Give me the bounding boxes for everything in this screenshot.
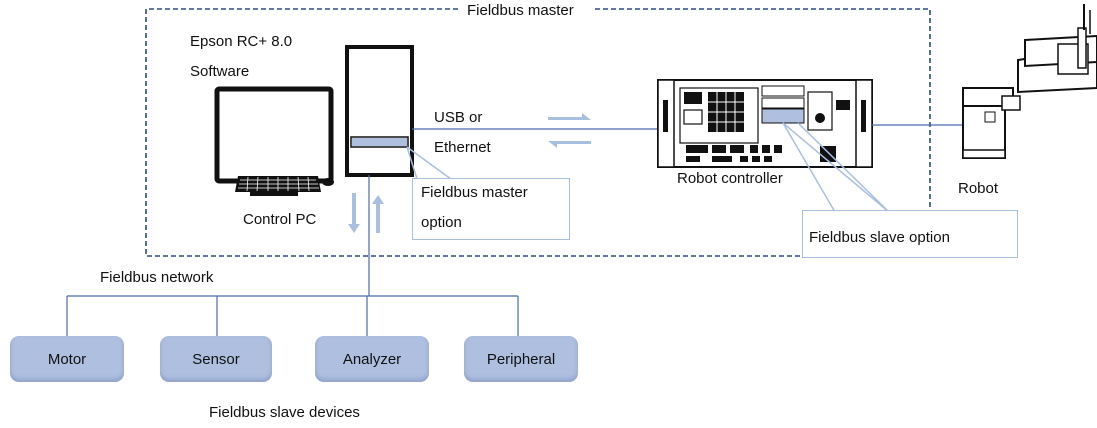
device-peripheral: Peripheral xyxy=(464,336,578,382)
device-label: Analyzer xyxy=(342,350,402,368)
device-label: Sensor xyxy=(192,350,240,368)
master-option-callout: Fieldbus master option xyxy=(412,178,570,240)
pc-tower-icon xyxy=(345,45,414,177)
device-label: Peripheral xyxy=(486,350,556,368)
device-sensor: Sensor xyxy=(160,336,272,382)
master-option-pointer xyxy=(406,146,456,183)
master-option-line1: Fieldbus master xyxy=(421,184,528,201)
robot-icon xyxy=(962,4,1097,159)
slave-option-callout: Fieldbus slave option xyxy=(802,210,1018,258)
link-label-line2: Ethernet xyxy=(434,139,491,156)
slave-option-text: Fieldbus slave option xyxy=(809,229,950,246)
fieldbus-master-frame xyxy=(145,8,931,257)
control-pc-label: Control PC xyxy=(243,211,317,228)
robot-controller-label: Robot controller xyxy=(677,170,783,187)
software-label-line1: Epson RC+ 8.0 xyxy=(190,33,293,50)
device-analyzer: Analyzer xyxy=(315,336,429,382)
link-label-line1: USB or xyxy=(434,109,483,126)
slave-devices-caption: Fieldbus slave devices xyxy=(209,404,360,421)
robot-label: Robot xyxy=(958,180,999,197)
fieldbus-network-bus xyxy=(66,175,519,336)
link-arrows xyxy=(548,113,591,148)
slave-option-pointer xyxy=(782,122,890,213)
device-motor: Motor xyxy=(10,336,124,382)
fieldbus-network-label: Fieldbus network xyxy=(100,269,214,286)
robot-controller-icon xyxy=(657,79,873,168)
software-label-line2: Software xyxy=(190,63,250,80)
pc-network-arrows xyxy=(348,193,384,233)
fieldbus-master-label: Fieldbus master xyxy=(467,2,574,19)
mouse-icon xyxy=(322,178,334,186)
device-label: Motor xyxy=(47,350,87,368)
keyboard-icon xyxy=(235,176,321,192)
master-option-line2: option xyxy=(421,214,462,231)
